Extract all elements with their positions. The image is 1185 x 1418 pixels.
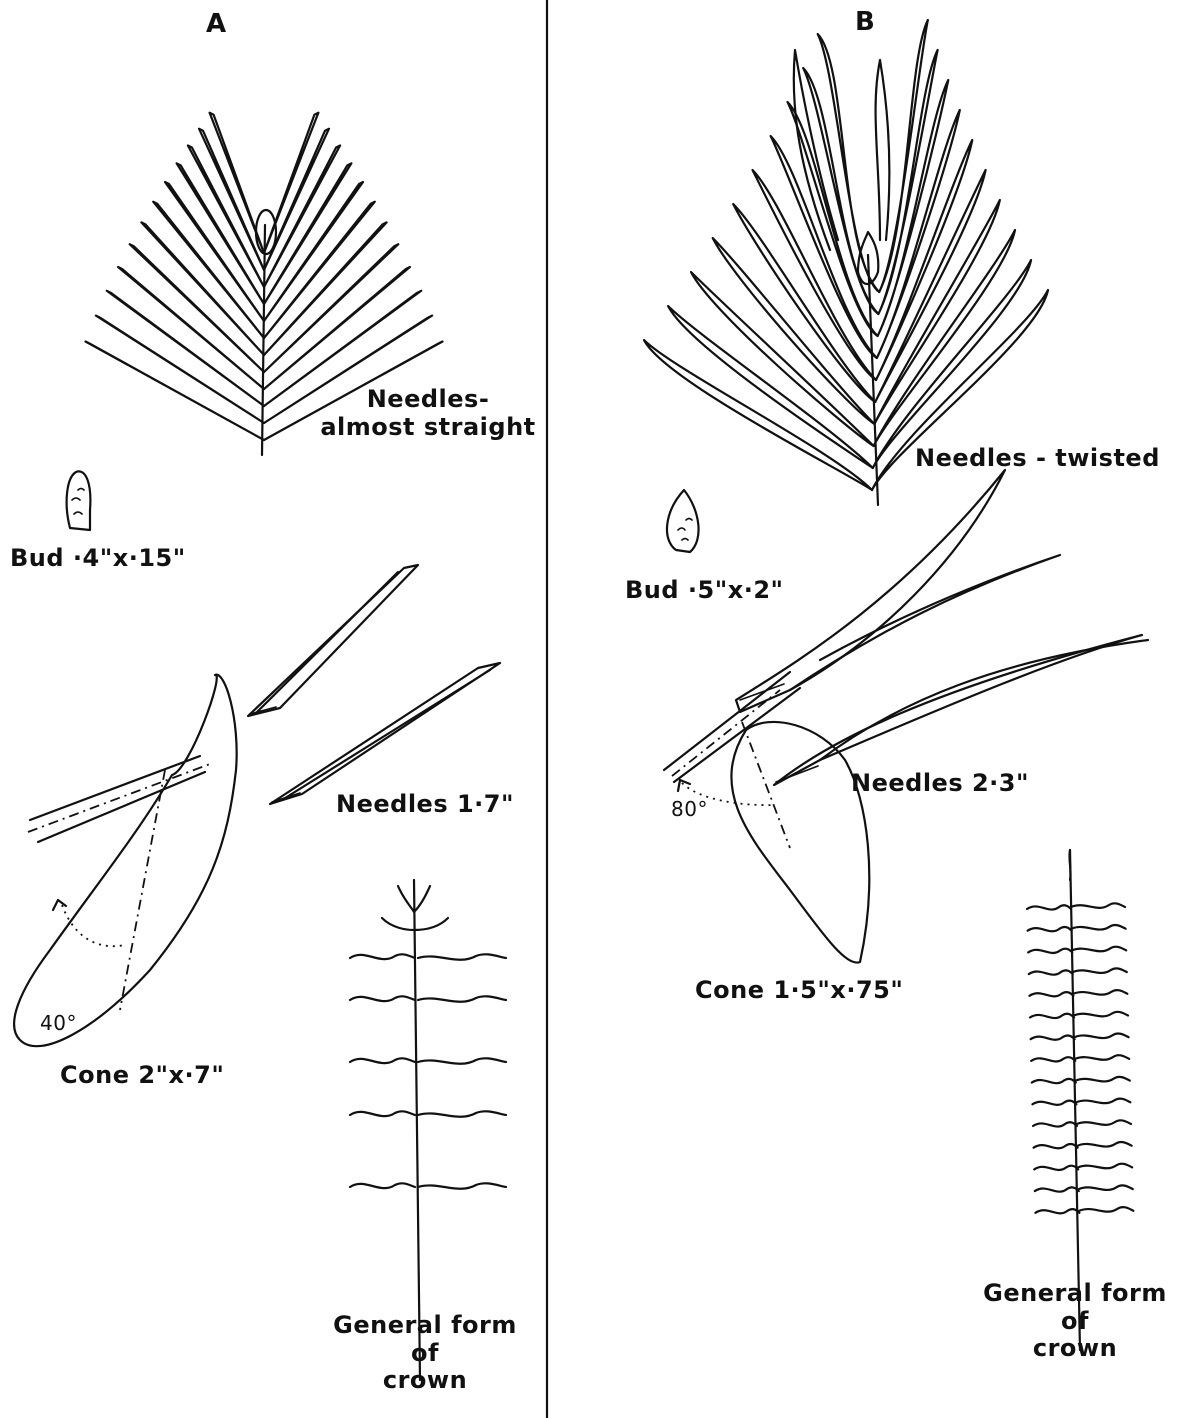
branch [1030, 1014, 1074, 1018]
branch [1077, 1120, 1131, 1125]
bud-a [67, 471, 91, 530]
needle [879, 20, 928, 292]
needle [713, 238, 875, 424]
branch [1074, 1012, 1128, 1017]
crown-a [350, 880, 506, 1380]
branch [1028, 949, 1072, 953]
crown-a-label-line1: General form [315, 1312, 535, 1340]
branch [1031, 1057, 1075, 1061]
cone-a [14, 675, 237, 1047]
needle [691, 272, 874, 446]
crown-a-label-line3: crown [315, 1367, 535, 1395]
crown-a-label: General form of crown [315, 1312, 535, 1395]
needle [873, 260, 1031, 468]
branch [1032, 1101, 1076, 1105]
shoot-a-label: Needles- almost straight [318, 386, 538, 441]
cone-a-label: Cone 2"x·7" [60, 1062, 224, 1090]
needle [733, 204, 875, 402]
branch [1072, 925, 1126, 930]
shoot-a-label-line2: almost straight [318, 414, 538, 442]
needle [264, 244, 398, 372]
branch [418, 1058, 506, 1063]
crown-b-label-line2: of [965, 1308, 1185, 1336]
branch [350, 1058, 415, 1063]
branch [1031, 1035, 1075, 1039]
branch [350, 1111, 415, 1116]
needle [86, 342, 265, 441]
branch [1027, 905, 1071, 909]
branch [1035, 1187, 1079, 1191]
branch [418, 1183, 506, 1188]
needle [876, 60, 890, 240]
branch [1032, 1079, 1076, 1083]
branch [1029, 992, 1073, 996]
angle-b-label: 80° [671, 798, 708, 821]
branch [1073, 990, 1127, 995]
needle-pair-a [248, 565, 500, 804]
branch [1078, 1142, 1132, 1147]
branch [1069, 850, 1070, 880]
branch [350, 996, 415, 1001]
shoot-b-label: Needles - twisted [915, 445, 1160, 473]
branch [350, 954, 415, 959]
branch [418, 954, 506, 959]
crown-b-label-line3: crown [965, 1335, 1185, 1363]
needle [210, 113, 264, 253]
crown-b-label-line1: General form [965, 1280, 1185, 1308]
needle [130, 244, 264, 372]
branch [1076, 1077, 1130, 1082]
branch [1033, 1122, 1077, 1126]
needles-a-label: Needles 1·7" [336, 791, 514, 819]
branch [1075, 1055, 1129, 1060]
angle-a-label: 40° [40, 1012, 77, 1035]
branch [1035, 1209, 1079, 1213]
branch [418, 1111, 506, 1116]
branch [1076, 1099, 1130, 1104]
panel-b-letter: B [855, 8, 875, 38]
needle-pair-b [736, 470, 1148, 785]
needle [141, 222, 264, 355]
bud-b [667, 490, 699, 552]
bud-a-label: Bud ·4"x·15" [10, 545, 186, 573]
branch [1034, 1144, 1078, 1148]
bud-b-label: Bud ·5"x·2" [625, 577, 784, 605]
branch [1028, 927, 1072, 931]
branch [1073, 968, 1127, 973]
cone-b-label: Cone 1·5"x·75" [695, 977, 903, 1005]
branch [1029, 970, 1073, 974]
branch [418, 996, 506, 1001]
branch [1078, 1164, 1132, 1169]
branch [1079, 1207, 1133, 1212]
branch [350, 1183, 415, 1188]
needle [818, 34, 880, 292]
shoot-b [644, 20, 1048, 505]
branch [1075, 1033, 1129, 1038]
branch [1034, 1166, 1078, 1170]
needle [264, 222, 387, 355]
needle [874, 200, 999, 424]
panel-a-letter: A [206, 10, 227, 40]
needle [264, 113, 318, 253]
branch [1072, 947, 1126, 952]
branch [1071, 903, 1125, 908]
needles-b-label: Needles 2·3" [851, 770, 1029, 798]
branch [1079, 1185, 1133, 1190]
needle [794, 50, 838, 250]
shoot-a-label-line1: Needles- [318, 386, 538, 414]
crown-b [1027, 850, 1133, 1350]
crown-b-label: General form of crown [965, 1280, 1185, 1363]
crown-a-label-line2: of [315, 1340, 535, 1368]
